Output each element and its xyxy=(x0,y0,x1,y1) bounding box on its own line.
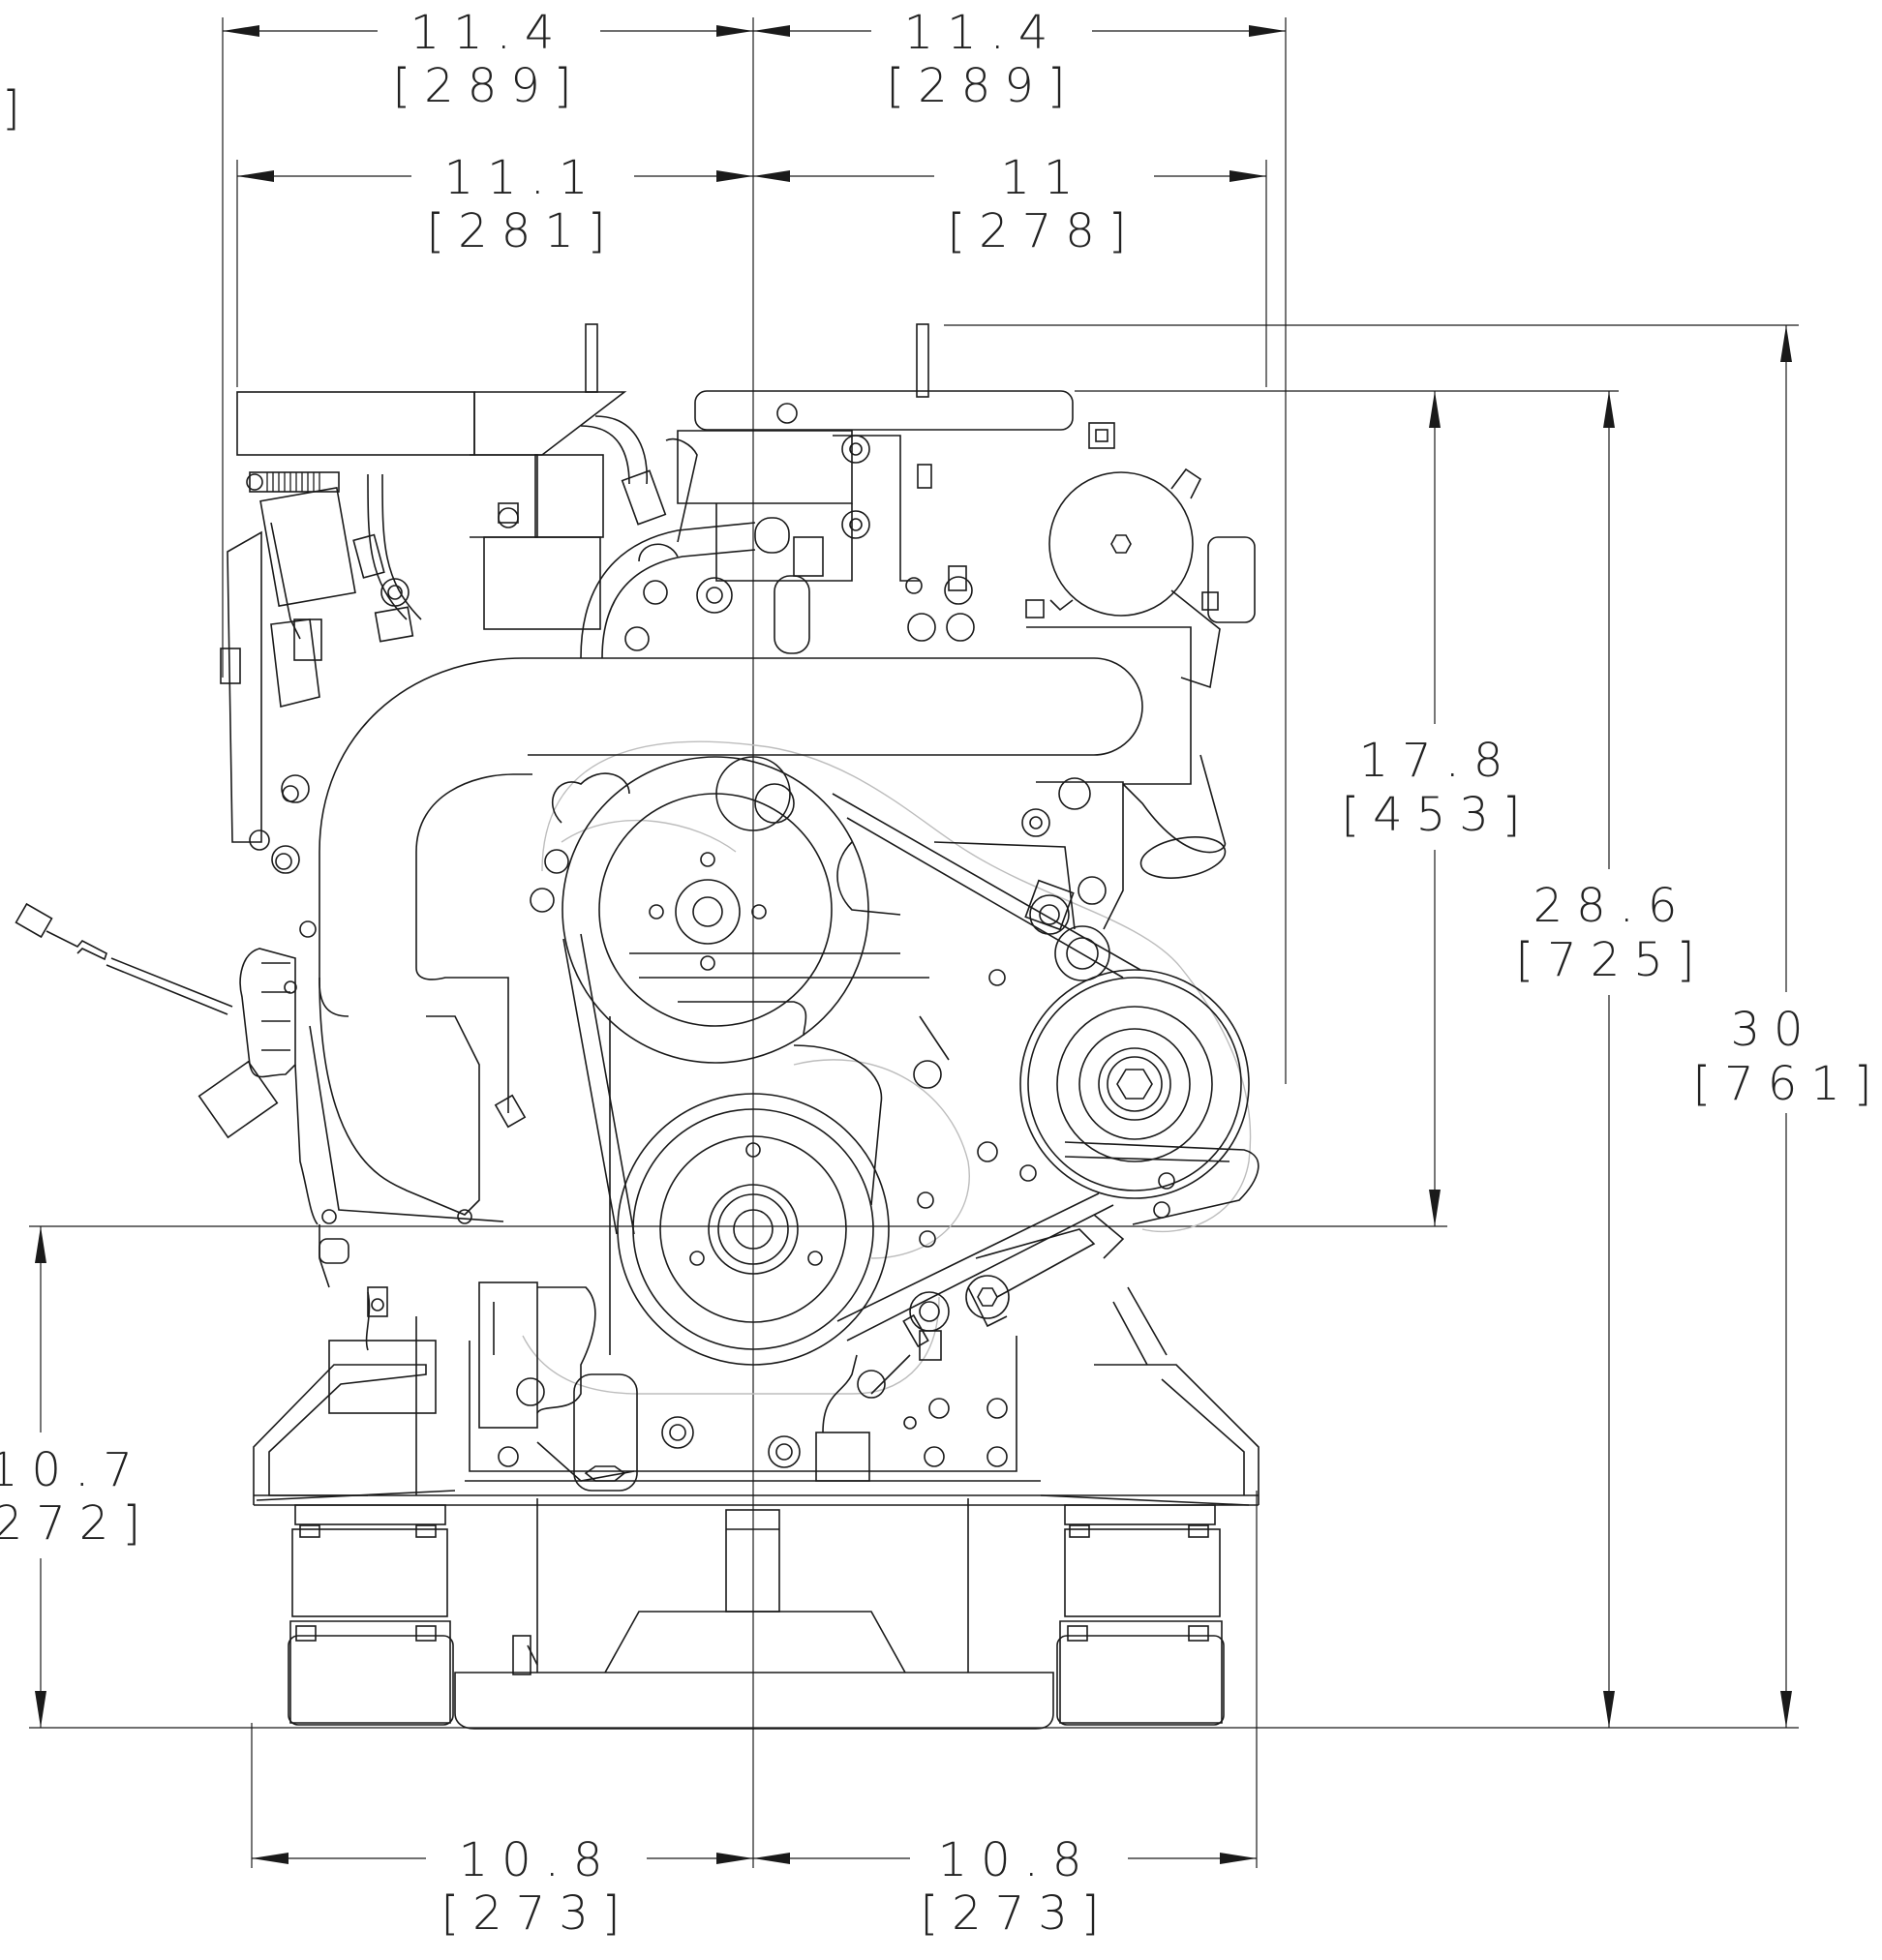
dim-overall-height-inches: 30 xyxy=(1730,1003,1816,1057)
dim-bottom-right-inches: 10.8 xyxy=(938,1833,1096,1887)
dim-overall-height-mm: [761] xyxy=(1692,1057,1882,1111)
dim-mid-right-mm: [278] xyxy=(947,204,1139,258)
dim-bottom-left-mm: [273] xyxy=(440,1886,633,1941)
dim-cut-off-label: ] xyxy=(2,81,34,136)
dimension-lines xyxy=(29,17,1799,1868)
dim-top-right-inches: 11.4 xyxy=(904,6,1062,60)
dimension-labels: 11.4 [289] 11.4 [289] 11.1 [281] 11 [278… xyxy=(0,6,1882,1941)
dim-top-right-mm: [289] xyxy=(886,59,1078,113)
dim-mid-left-mm: [281] xyxy=(426,204,619,258)
dim-base-to-top-inches: 28.6 xyxy=(1533,879,1691,933)
dim-base-to-crank-inches: 10.7 xyxy=(0,1443,146,1497)
dim-crank-to-top-inches: 17.8 xyxy=(1359,734,1517,788)
dim-base-to-top-mm: [725] xyxy=(1515,933,1708,987)
dim-top-left-inches: 11.4 xyxy=(410,6,568,60)
dim-mid-right-inches: 11 xyxy=(1000,151,1086,205)
dim-crank-to-top-mm: [453] xyxy=(1341,788,1533,842)
dim-top-left-mm: [289] xyxy=(392,59,585,113)
dim-bottom-left-inches: 10.8 xyxy=(459,1833,617,1887)
engine-outline xyxy=(15,323,1260,1730)
dim-base-to-crank-mm: [272] xyxy=(0,1496,154,1551)
dim-mid-left-inches: 11.1 xyxy=(444,151,602,205)
dim-bottom-right-mm: [273] xyxy=(920,1886,1112,1941)
